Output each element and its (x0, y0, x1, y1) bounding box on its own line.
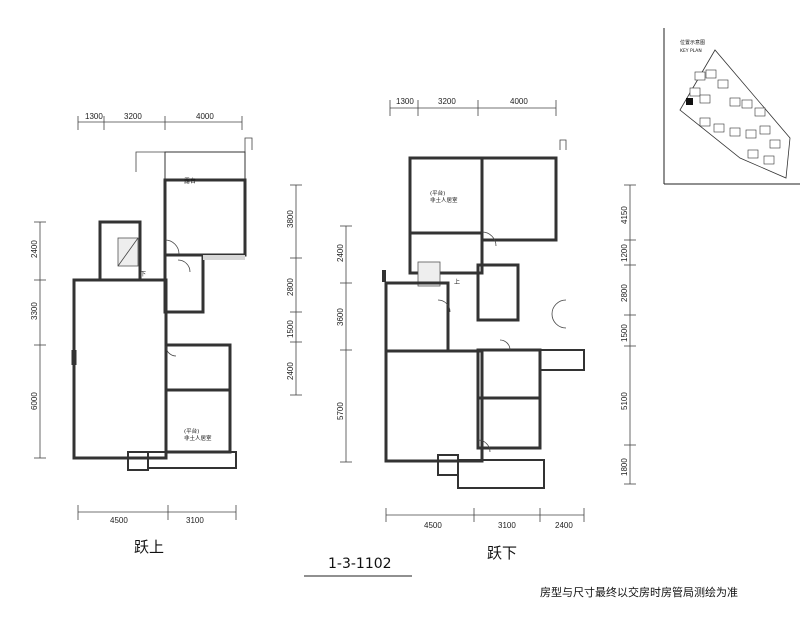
right-bottom-dim-1: 4500 (424, 521, 442, 530)
svg-text:上: 上 (454, 278, 460, 286)
left-left-dim-1: 2400 (30, 240, 39, 258)
left-top-dim-2: 3200 (124, 112, 142, 121)
right-left-dim-3: 5700 (336, 402, 345, 420)
left-right-dim-2: 2800 (286, 278, 295, 296)
key-plan: 位置示意图 KEY PLAN (663, 28, 800, 185)
left-right-dim-3: 1500 (286, 320, 295, 338)
right-right-dim-6: 1800 (620, 458, 629, 476)
right-plan-title: 跃下 (487, 544, 517, 562)
svg-text:下: 下 (140, 271, 146, 278)
left-left-dimension: 2400 3300 6000 (30, 221, 46, 459)
left-bottom-dim-2: 3100 (186, 516, 204, 525)
left-walls: 下 (71, 137, 253, 471)
right-walls: 上 (382, 139, 585, 489)
unit-location-marker (686, 98, 693, 105)
left-right-dim-4: 2400 (286, 362, 295, 380)
right-top-dimension: 1300 3200 4000 (389, 97, 557, 116)
left-left-dim-2: 3300 (30, 302, 39, 320)
site-outline (679, 49, 791, 179)
right-top-dim-3: 4000 (510, 97, 528, 106)
disclaimer-text: 房型与尺寸最终以交房时房管局测绘为准 (540, 585, 738, 599)
left-room-label-top: 露台 (184, 177, 196, 185)
left-bottom-dimension: 4500 3100 (77, 505, 237, 525)
left-room-label-bottom: (平台)非土人居室 (184, 427, 212, 442)
left-top-dimension: 1300 3200 4000 (77, 112, 243, 130)
left-plan-title: 跃上 (134, 538, 164, 556)
left-left-dim-3: 6000 (30, 392, 39, 410)
unit-code-block: 1-3-1102 (304, 556, 412, 577)
left-top-dim-1: 1300 (85, 112, 103, 121)
right-right-dim-1: 4150 (620, 206, 629, 224)
left-right-dim-1: 3800 (286, 210, 295, 228)
right-right-dim-4: 1500 (620, 324, 629, 342)
right-left-dimension: 2400 3600 5700 (336, 225, 352, 463)
right-room-label-top: (平台)非土人居室 (430, 189, 458, 204)
right-bottom-dim-2: 3100 (498, 521, 516, 530)
right-bottom-dim-3: 2400 (555, 521, 573, 530)
site-buildings (689, 69, 781, 165)
left-plan: 1300 3200 4000 2400 3300 6000 3800 2800 … (30, 112, 302, 556)
right-left-dim-1: 2400 (336, 244, 345, 262)
unit-code: 1-3-1102 (328, 556, 392, 572)
left-bottom-dim-1: 4500 (110, 516, 128, 525)
right-right-dim-3: 2800 (620, 284, 629, 302)
left-top-dim-3: 4000 (196, 112, 214, 121)
right-plan: 1300 3200 4000 2400 3600 5700 4150 (336, 97, 636, 562)
right-top-dim-2: 3200 (438, 97, 456, 106)
left-right-dimension: 3800 2800 1500 2400 (286, 184, 302, 396)
right-right-dim-2: 1200 (620, 244, 629, 262)
right-left-dim-2: 3600 (336, 308, 345, 326)
right-bottom-dimension: 4500 3100 2400 (385, 508, 585, 530)
right-right-dim-5: 5100 (620, 392, 629, 410)
right-right-dimension: 4150 1200 2800 1500 5100 1800 (620, 184, 636, 485)
key-plan-title-en: KEY PLAN (680, 48, 702, 54)
right-top-dim-1: 1300 (396, 97, 414, 106)
key-plan-title-cn: 位置示意图 (680, 39, 705, 46)
